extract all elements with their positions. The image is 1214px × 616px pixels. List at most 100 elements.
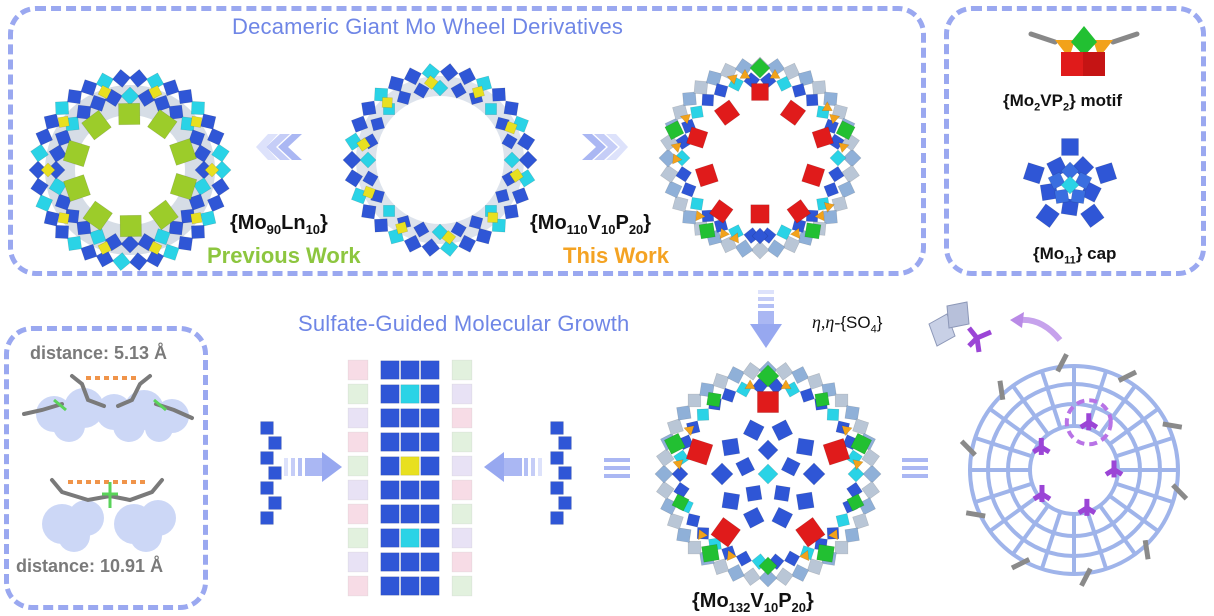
mo132-v10-p20-wheel	[654, 360, 882, 588]
p-orange-tetrahedron	[823, 201, 835, 213]
mo-octahedron	[400, 576, 420, 596]
mo-octahedron	[374, 218, 389, 233]
mo-octahedron	[773, 484, 791, 502]
yellow-polyhedron	[471, 85, 485, 99]
yellow-polyhedron	[97, 240, 112, 256]
mo-octahedron	[727, 224, 744, 241]
yellow-polyhedron	[381, 97, 393, 109]
mo-octahedron-faded	[742, 567, 762, 587]
mo11-cap-structure	[1022, 138, 1118, 229]
mo-octahedron-faded	[682, 91, 697, 107]
mo-octahedron	[771, 506, 794, 529]
p-orange-tetrahedron	[769, 68, 781, 79]
mo-center-octahedron	[1060, 175, 1080, 195]
mo-octahedron	[675, 165, 692, 183]
mo-octahedron	[710, 462, 734, 486]
mo-octahedron	[260, 421, 274, 435]
mo-octahedron	[67, 89, 83, 105]
v-green-polyhedron	[758, 556, 778, 576]
mo-octahedron	[783, 550, 801, 567]
mo-octahedron	[200, 113, 217, 130]
ligand-stick	[1162, 421, 1183, 430]
ligand-stick	[1142, 539, 1151, 560]
mo-octahedron	[458, 234, 477, 253]
mo-octahedron	[550, 451, 564, 465]
mo-octahedron	[162, 243, 180, 261]
mo-octahedron	[129, 252, 148, 272]
ln-polyhedron	[169, 172, 198, 201]
mo-octahedron	[162, 79, 180, 97]
ln-polyhedron	[147, 109, 178, 140]
v-red-polyhedron	[708, 199, 734, 224]
p-orange-tetrahedron	[827, 528, 839, 541]
mo-octahedron	[400, 408, 420, 428]
sulfate-highlight-circle	[1064, 398, 1113, 447]
mo11-cap-label: {Mo11} cap	[1033, 244, 1117, 267]
mo-octahedron-faded	[734, 239, 754, 258]
mo-octahedron-faded	[655, 480, 675, 500]
mo-octahedron	[771, 419, 794, 442]
top-right-panel	[944, 6, 1206, 276]
mo-octahedron	[168, 104, 184, 120]
mo-octahedron-faded	[806, 372, 824, 390]
mo-octahedron	[380, 552, 400, 572]
faded-polyhedron	[451, 407, 473, 429]
mo-octahedron-faded	[852, 512, 870, 530]
v-green-polyhedron	[663, 432, 686, 455]
mo-octahedron	[67, 235, 83, 251]
distance-label-1: distance: 5.13 Å	[30, 343, 168, 363]
mo-octahedron	[721, 387, 737, 403]
mo-octahedron-faded	[654, 464, 674, 484]
mo-octahedron	[745, 484, 763, 502]
ligand-stick	[1079, 567, 1093, 587]
mo-octahedron	[757, 439, 779, 461]
v-green-polyhedron	[846, 493, 865, 512]
top-left-panel	[8, 6, 926, 276]
p-orange-tetrahedron	[728, 232, 740, 244]
ligand-stick	[1171, 483, 1189, 501]
molecular-growth-column	[347, 359, 473, 597]
this-work-label: This Work	[563, 243, 669, 268]
mo-octahedron	[180, 208, 196, 224]
mo-octahedron	[211, 177, 230, 197]
mo-octahedron-faded	[861, 480, 881, 500]
yellow-polyhedron	[395, 221, 409, 235]
p-orange-tetrahedron	[780, 379, 792, 390]
mo-octahedron-faded	[791, 366, 810, 385]
v-red-polyhedron	[751, 83, 769, 101]
mo-octahedron	[511, 187, 529, 205]
v-green-polyhedron	[701, 544, 720, 563]
mo-octahedron	[558, 496, 572, 510]
mo-octahedron	[823, 182, 839, 198]
faded-polyhedron	[347, 527, 369, 549]
mo-octahedron	[268, 436, 282, 450]
mo-octahedron	[380, 432, 400, 452]
p-orange-tetrahedron	[829, 113, 841, 125]
v-green-polyhedron	[835, 120, 856, 141]
mo-octahedron	[550, 421, 564, 435]
mo-octahedron	[420, 504, 440, 524]
mo-octahedron	[200, 210, 217, 227]
v-red-polyhedron	[757, 391, 779, 413]
mo-octahedron-faded	[712, 558, 730, 576]
mo-octahedron-faded	[660, 164, 679, 184]
mo-octahedron	[495, 188, 510, 204]
middle-section-title: Sulfate-Guided Molecular Growth	[298, 311, 630, 336]
v-red-polyhedron	[710, 516, 741, 548]
mo-octahedron	[400, 360, 420, 380]
mo-octahedron	[207, 128, 225, 146]
v-green-polyhedron	[664, 120, 685, 141]
yellow-polyhedron	[148, 240, 163, 256]
mo-octahedron	[43, 210, 60, 227]
sulfate-group	[1104, 460, 1124, 478]
mo-octahedron-faded	[823, 209, 838, 225]
mo-octahedron	[721, 437, 741, 457]
mo-octahedron	[55, 224, 70, 239]
mo-octahedron	[1022, 162, 1045, 185]
mo-octahedron	[80, 79, 98, 97]
mo-octahedron	[380, 576, 400, 596]
mo-octahedron	[89, 94, 107, 112]
mo-octahedron	[776, 224, 793, 241]
mo-octahedron-faded	[766, 239, 786, 258]
p-orange-tetrahedron	[814, 209, 825, 222]
